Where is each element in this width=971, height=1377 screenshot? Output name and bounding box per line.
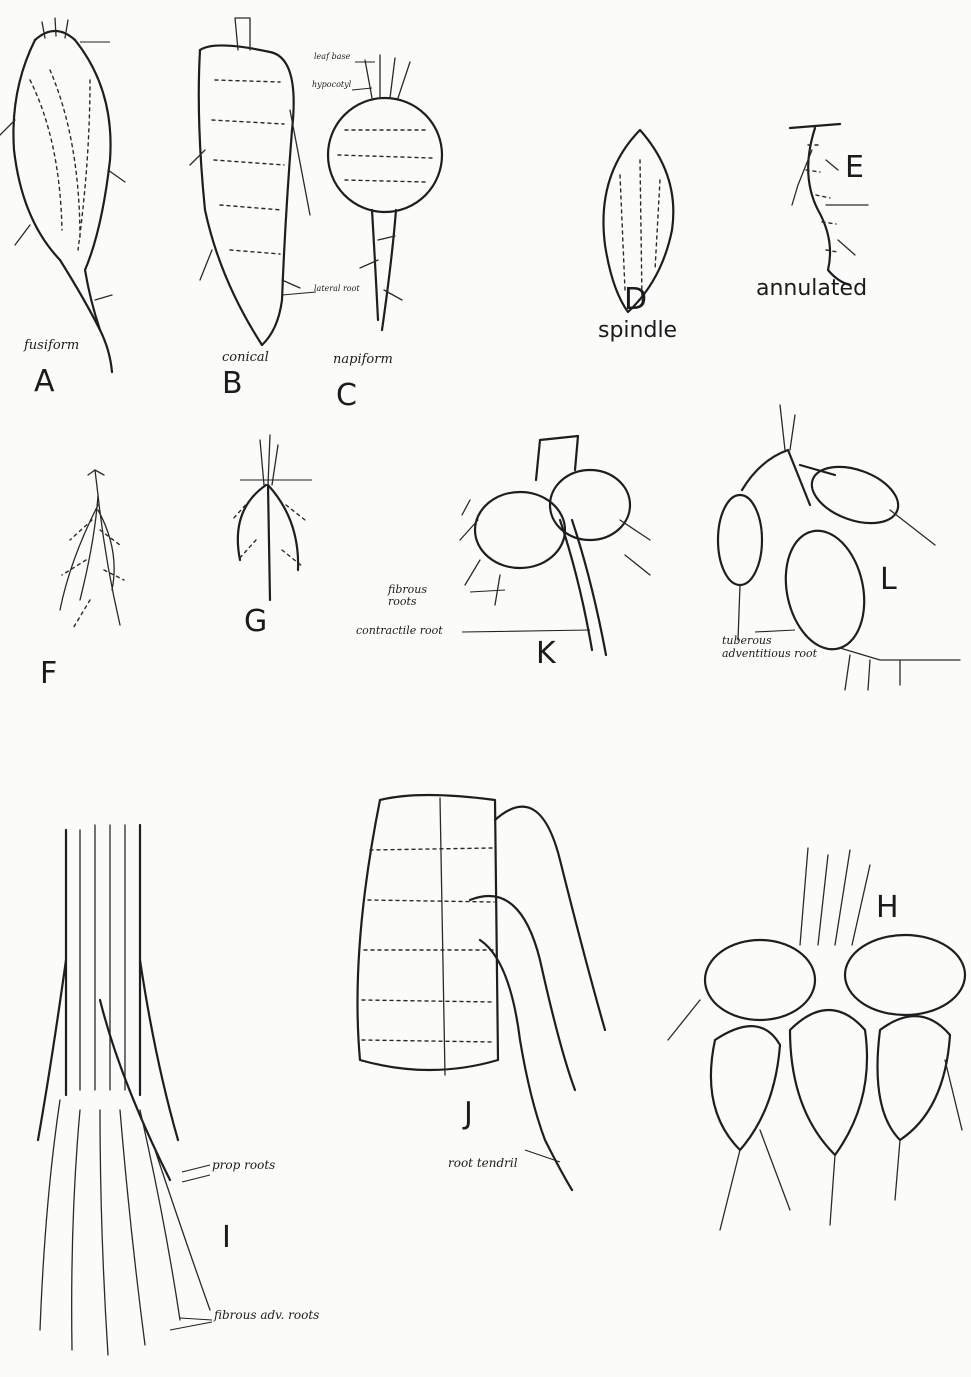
figure-e-annulated-root [790,124,868,285]
figure-i-annotation-1: prop roots [212,1158,275,1172]
figure-j-letter: J [464,1096,473,1131]
figure-c-caption: napiform [333,352,393,367]
figure-b-conical-root [190,18,316,345]
figure-e-caption: annulated [756,276,867,301]
figure-c-annotation-1: leaf base [314,52,350,61]
figure-i-annotation-2: fibrous adv. roots [214,1308,319,1322]
figure-i-prop-roots [38,825,212,1355]
figure-l-letter: L [880,562,897,597]
figure-h-tuberous-cluster [668,848,965,1230]
figure-d-caption: spindle [598,318,677,343]
figure-g-letter: G [244,604,267,639]
figure-a-caption: fusiform [24,338,79,353]
figure-j-root-tendril [358,795,606,1190]
figure-k-contractile-root [460,436,650,655]
figure-b-caption: conical [222,350,269,365]
figure-a-fusiform-root [0,18,125,372]
figure-e-letter: E [845,150,864,185]
figure-l-annotation: tuberous adventitious root [722,634,832,660]
figure-i-letter: I [222,1220,231,1255]
figure-j-annotation: root tendril [448,1156,518,1170]
figure-c-annotation-2: hypocotyl [312,80,351,89]
figure-h-letter: H [876,890,899,925]
figure-k-annotation-2: contractile root [356,624,443,637]
figure-k-letter: K [536,636,556,671]
figure-f-letter: F [40,656,57,691]
figure-c-letter: C [336,378,357,413]
figure-f-fibrous-root [60,470,124,630]
figure-k-annotation-1: fibrous roots [388,584,458,608]
figure-g-fibrous-root [232,435,312,600]
figure-b-annotation: lateral root [314,284,360,293]
figure-a-letter: A [34,364,55,399]
figure-b-letter: B [222,366,243,401]
figure-d-letter: D [624,282,647,317]
